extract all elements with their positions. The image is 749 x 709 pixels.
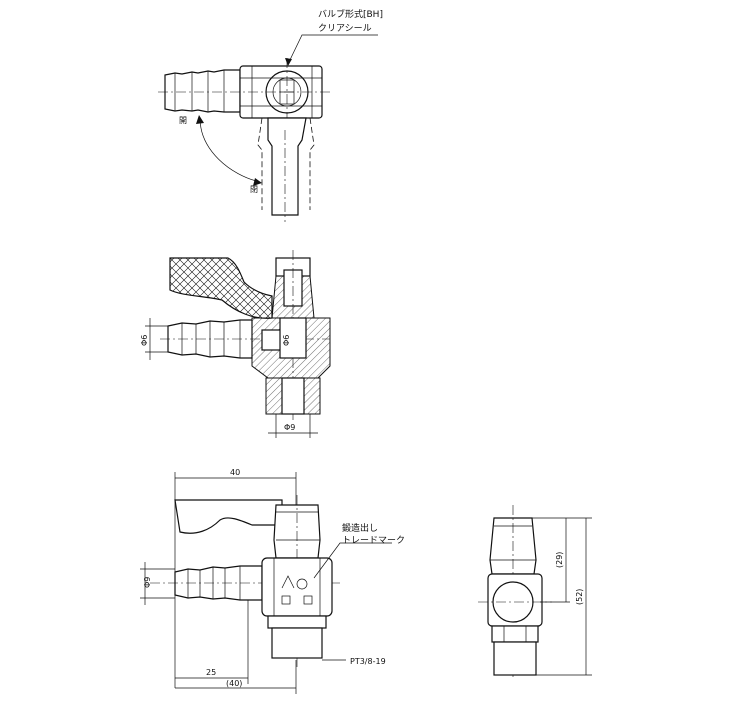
open-label: 開 bbox=[179, 116, 187, 125]
dim-phi6-inner: Φ6 bbox=[282, 335, 291, 346]
top-view bbox=[158, 34, 378, 222]
forged-mark-leader bbox=[313, 542, 392, 579]
front-nut bbox=[267, 615, 327, 629]
front-body bbox=[261, 557, 333, 617]
dim-phi9-front: Φ9 bbox=[143, 577, 152, 588]
top-handle bbox=[267, 117, 307, 216]
trademark-a-mark bbox=[281, 575, 295, 589]
clear-seal-label: クリアシール bbox=[318, 23, 372, 34]
dim-len-25: 25 bbox=[206, 668, 216, 677]
rotation-arc bbox=[199, 117, 261, 183]
dim-height-52: (52) bbox=[575, 589, 584, 605]
side-thread bbox=[493, 641, 537, 676]
dim-height-29: (29) bbox=[555, 552, 564, 568]
side-view bbox=[478, 505, 592, 680]
thread-spec-label: PT3/8-19 bbox=[350, 657, 386, 666]
dim-phi6-left: Φ6 bbox=[140, 335, 149, 346]
front-thread bbox=[271, 627, 323, 659]
trademark-circle-mark bbox=[296, 578, 308, 590]
top-hose-barb bbox=[164, 69, 241, 113]
seal-leader-line bbox=[287, 34, 378, 65]
front-view bbox=[140, 472, 392, 694]
dim-len-40-ref: (40) bbox=[226, 679, 242, 688]
trademark-label: トレードマーク bbox=[342, 535, 405, 546]
forged-mark-label: 鍛造出し bbox=[342, 522, 378, 534]
side-nut bbox=[491, 625, 539, 643]
seal-leader-arrow bbox=[285, 58, 292, 66]
section-view bbox=[145, 250, 331, 438]
dim-width-40: 40 bbox=[230, 468, 240, 477]
closed-label: 閉 bbox=[250, 185, 258, 194]
dim-phi9-bottom: Φ9 bbox=[284, 423, 295, 432]
front-handle bbox=[174, 499, 283, 534]
valve-type-label: バルブ形式[BH] bbox=[318, 8, 383, 20]
section-handle bbox=[169, 257, 273, 319]
